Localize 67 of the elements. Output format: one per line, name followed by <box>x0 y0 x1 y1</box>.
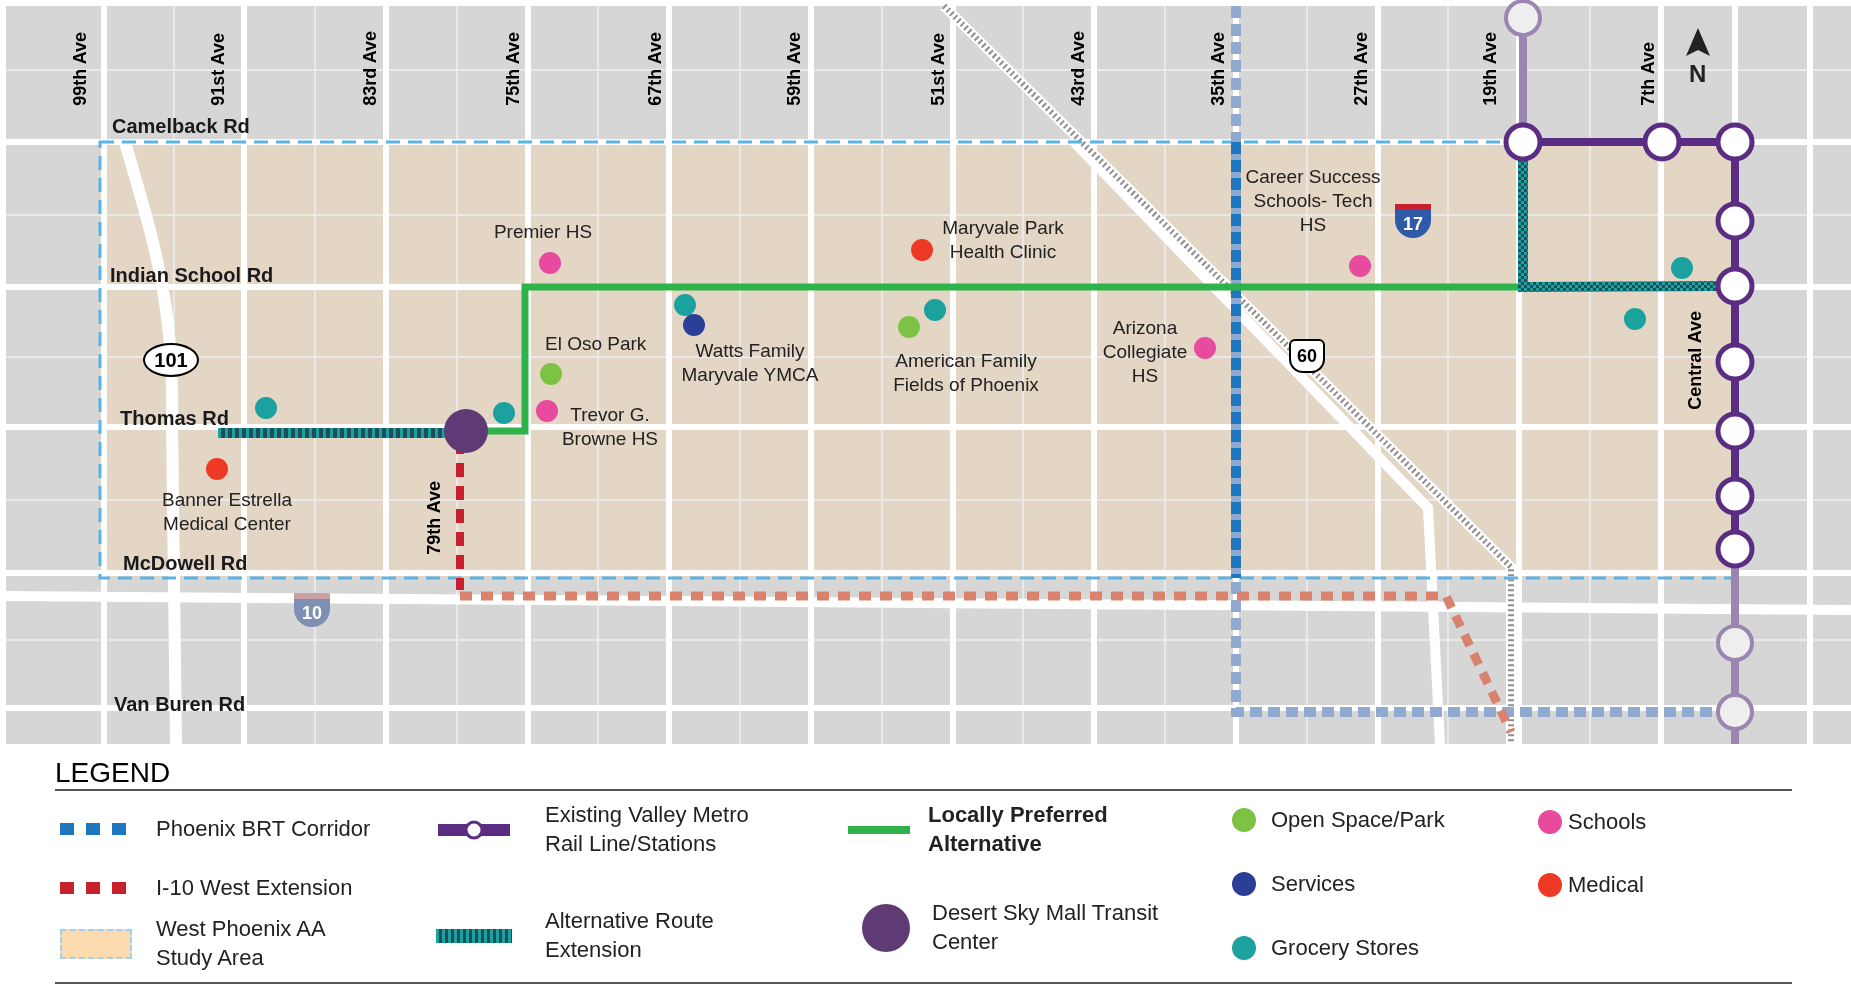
place-label: El Oso Park <box>545 332 648 356</box>
rail-line <box>1731 303 1739 345</box>
legend-label: Services <box>1271 869 1357 898</box>
legend-label: West Phoenix AA Study Area <box>156 915 326 972</box>
street-label: 83rd Ave <box>361 31 379 106</box>
rail-line <box>1679 138 1718 146</box>
rail-station <box>1715 411 1755 451</box>
place-label: Maryvale Park Health Clinic <box>941 216 1065 264</box>
legend-label: Phoenix BRT Corridor <box>156 814 372 843</box>
legend-label: Desert Sky Mall Transit Center <box>932 899 1160 956</box>
legend-label: Grocery Stores <box>1271 933 1420 962</box>
street-label: Van Buren Rd <box>114 694 246 714</box>
place-label: Arizona Collegiate HS <box>1101 316 1189 388</box>
street-label: Thomas Rd <box>120 408 229 428</box>
rail-line <box>1731 513 1739 532</box>
street-label: 27th Ave <box>1352 32 1370 106</box>
rail-station <box>1715 201 1755 241</box>
rail-line <box>1731 448 1739 479</box>
rail-line <box>1731 238 1739 269</box>
legend-label: Medical <box>1568 870 1645 899</box>
street-label: 51st Ave <box>929 33 947 106</box>
rail-station <box>1503 122 1543 162</box>
rail-station <box>1504 0 1542 37</box>
rail-line <box>1519 35 1527 125</box>
legend-label: Open Space/Park <box>1271 805 1446 834</box>
street-label: McDowell Rd <box>123 553 248 573</box>
rail-station <box>1715 266 1755 306</box>
rail-station <box>1715 529 1755 569</box>
legend-label: I-10 West Extension <box>156 873 354 902</box>
street-label: Central Ave <box>1686 311 1704 410</box>
street-label: 7th Ave <box>1639 42 1657 106</box>
north-label: N <box>1689 62 1707 86</box>
place-label: Premier HS <box>492 220 594 244</box>
legend-label: Existing Valley Metro Rail Line/Stations <box>545 801 750 858</box>
rail-line <box>1731 159 1739 204</box>
rail-station <box>1715 342 1755 382</box>
street-label: 67th Ave <box>646 32 664 106</box>
place-label: Trevor G. Browne HS <box>560 403 660 451</box>
place-label: American Family Fields of Phoenix <box>892 349 1040 397</box>
legend-label: Locally Preferred Alternative <box>928 801 1109 858</box>
rail-line <box>1731 379 1739 414</box>
legend-title: LEGEND <box>55 759 171 787</box>
interstate-shield: 17 <box>1395 204 1431 238</box>
street-label: 75th Ave <box>504 32 522 106</box>
street-label: 91st Ave <box>209 33 227 106</box>
legend-label: Alternative Route Extension <box>545 907 715 964</box>
rail-station <box>1642 122 1682 162</box>
rail-line <box>1540 138 1645 146</box>
rail-station <box>1715 476 1755 516</box>
place-label: Career Success Schools- Tech HS <box>1244 165 1382 237</box>
street-label: 35th Ave <box>1209 32 1227 106</box>
street-label: 79th Ave <box>425 481 443 555</box>
rail-line <box>1731 566 1739 626</box>
legend-label: Schools <box>1568 807 1648 836</box>
place-label: Banner Estrella Medical Center <box>161 488 293 536</box>
street-label: 99th Ave <box>71 32 89 106</box>
rail-line <box>1731 729 1739 744</box>
rail-line <box>1731 660 1739 695</box>
street-label: 43rd Ave <box>1069 31 1087 106</box>
interstate-shield: 10 <box>294 593 330 627</box>
street-label: Camelback Rd <box>112 116 250 136</box>
place-label: Watts Family Maryvale YMCA <box>680 339 820 387</box>
street-label: 19th Ave <box>1481 32 1499 106</box>
street-label: Indian School Rd <box>110 265 274 285</box>
street-label: 59th Ave <box>785 32 803 106</box>
rail-station <box>1715 122 1755 162</box>
highway-shield: 60 <box>1289 339 1325 373</box>
